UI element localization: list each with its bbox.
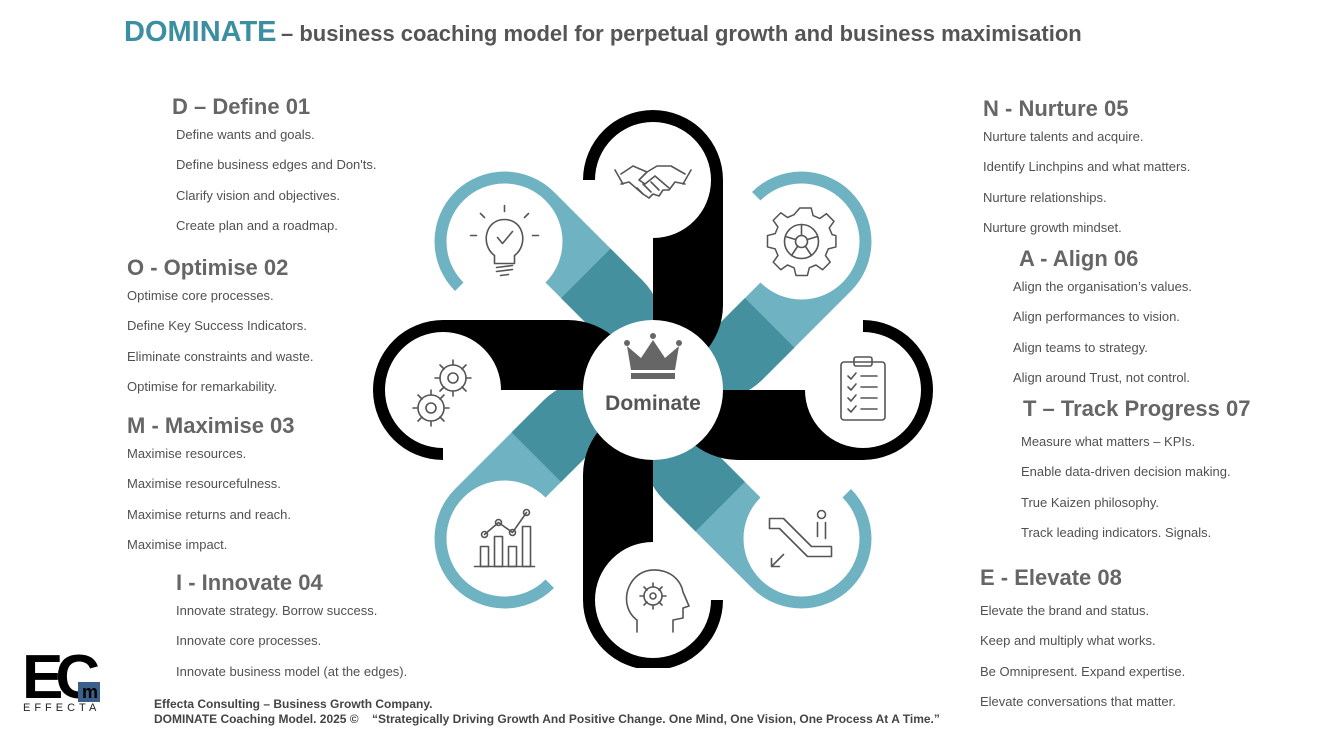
list-item: Maximise returns and reach. bbox=[127, 506, 292, 522]
section-nurture: N - Nurture 05 Nurture talents and acqui… bbox=[983, 96, 1190, 250]
effecta-logo: EC m bbox=[22, 643, 102, 712]
list-item: Innovate business model (at the edges). bbox=[176, 663, 408, 679]
list-item: Innovate core processes. bbox=[176, 633, 322, 649]
footer-line-2: DOMINATE Coaching Model. 2025 © “Strateg… bbox=[154, 712, 940, 726]
list-item: Align teams to strategy. bbox=[1013, 339, 1148, 355]
list-item: Track leading indicators. Signals. bbox=[1021, 524, 1212, 540]
list-item: Identify Linchpins and what matters. bbox=[983, 159, 1191, 175]
head-gear-icon bbox=[625, 569, 690, 633]
section-heading: D – Define 01 bbox=[172, 94, 311, 119]
list-item: Innovate strategy. Borrow success. bbox=[176, 603, 378, 618]
title-subtitle: – business coaching model for perpetual … bbox=[280, 21, 1082, 46]
list-item: Define wants and goals. bbox=[176, 127, 315, 142]
page-title: DOMINATE – business coaching model for p… bbox=[124, 16, 1082, 49]
list-item: Enable data-driven decision making. bbox=[1021, 464, 1231, 480]
section-heading: I - Innovate 04 bbox=[176, 570, 323, 595]
list-item: Nurture growth mindset. bbox=[983, 219, 1122, 235]
list-item: Optimise for remarkability. bbox=[127, 378, 278, 394]
section-heading: N - Nurture 05 bbox=[983, 96, 1129, 121]
list-item: Create plan and a roadmap. bbox=[176, 217, 338, 233]
list-item: Define Key Success Indicators. bbox=[127, 318, 307, 334]
section-heading: T – Track Progress 07 bbox=[1023, 396, 1251, 421]
list-item: Nurture relationships. bbox=[983, 189, 1107, 205]
logo-text: EFFECTA bbox=[23, 702, 101, 714]
list-item: Elevate conversations that matter. bbox=[980, 693, 1176, 709]
section-elevate: E - Elevate 08 Elevate the brand and sta… bbox=[980, 565, 1185, 724]
clipboard-checklist-icon bbox=[840, 356, 886, 421]
section-track: T – Track Progress 07 Measure what matte… bbox=[1021, 396, 1250, 555]
footer: Effecta Consulting – Business Growth Com… bbox=[154, 697, 940, 727]
crown-icon bbox=[624, 333, 682, 379]
list-item: Be Omnipresent. Expand expertise. bbox=[980, 663, 1186, 679]
handshake-icon bbox=[614, 165, 692, 199]
section-heading: A - Align 06 bbox=[1019, 246, 1139, 271]
list-item: True Kaizen philosophy. bbox=[1021, 494, 1160, 510]
list-item: Clarify vision and objectives. bbox=[176, 187, 341, 203]
list-item: Maximise resourcefulness. bbox=[127, 476, 281, 492]
list-item: Measure what matters – KPIs. bbox=[1021, 434, 1196, 449]
title-brand: DOMINATE bbox=[124, 16, 277, 48]
list-item: Elevate the brand and status. bbox=[980, 603, 1150, 618]
bar-chart-icon bbox=[473, 508, 536, 568]
list-item: Optimise core processes. bbox=[127, 288, 274, 303]
list-item: Align the organisation’s values. bbox=[1013, 279, 1192, 294]
section-maximise: M - Maximise 03 Maximise resources. Maxi… bbox=[127, 413, 295, 567]
list-item: Maximise impact. bbox=[127, 536, 228, 552]
gears-icon bbox=[412, 359, 472, 427]
center-label: Dominate bbox=[605, 392, 701, 415]
section-heading: O - Optimise 02 bbox=[127, 255, 289, 280]
section-heading: E - Elevate 08 bbox=[980, 565, 1122, 590]
section-heading: M - Maximise 03 bbox=[127, 413, 295, 438]
section-optimise: O - Optimise 02 Optimise core processes.… bbox=[127, 255, 313, 409]
footer-line-1: Effecta Consulting – Business Growth Com… bbox=[154, 697, 433, 711]
section-define: D – Define 01 Define wants and goals. De… bbox=[172, 94, 377, 248]
gear-icon bbox=[766, 207, 837, 277]
section-align: A - Align 06 Align the organisation’s va… bbox=[1013, 246, 1192, 400]
list-item: Nurture talents and acquire. bbox=[983, 129, 1144, 144]
dominate-wheel-diagram: Dominate bbox=[373, 110, 933, 668]
logo-sub: m bbox=[82, 682, 98, 702]
list-item: Maximise resources. bbox=[127, 446, 247, 461]
list-item: Keep and multiply what works. bbox=[980, 633, 1156, 649]
lightbulb-icon bbox=[469, 204, 540, 277]
escalator-icon bbox=[768, 509, 833, 568]
list-item: Eliminate constraints and waste. bbox=[127, 348, 314, 364]
section-innovate: I - Innovate 04 Innovate strategy. Borro… bbox=[176, 570, 407, 694]
list-item: Align around Trust, not control. bbox=[1013, 369, 1191, 385]
center-disc bbox=[583, 320, 723, 460]
list-item: Define business edges and Don'ts. bbox=[176, 157, 377, 173]
logo-accent bbox=[78, 682, 100, 702]
list-item: Align performances to vision. bbox=[1013, 309, 1180, 325]
